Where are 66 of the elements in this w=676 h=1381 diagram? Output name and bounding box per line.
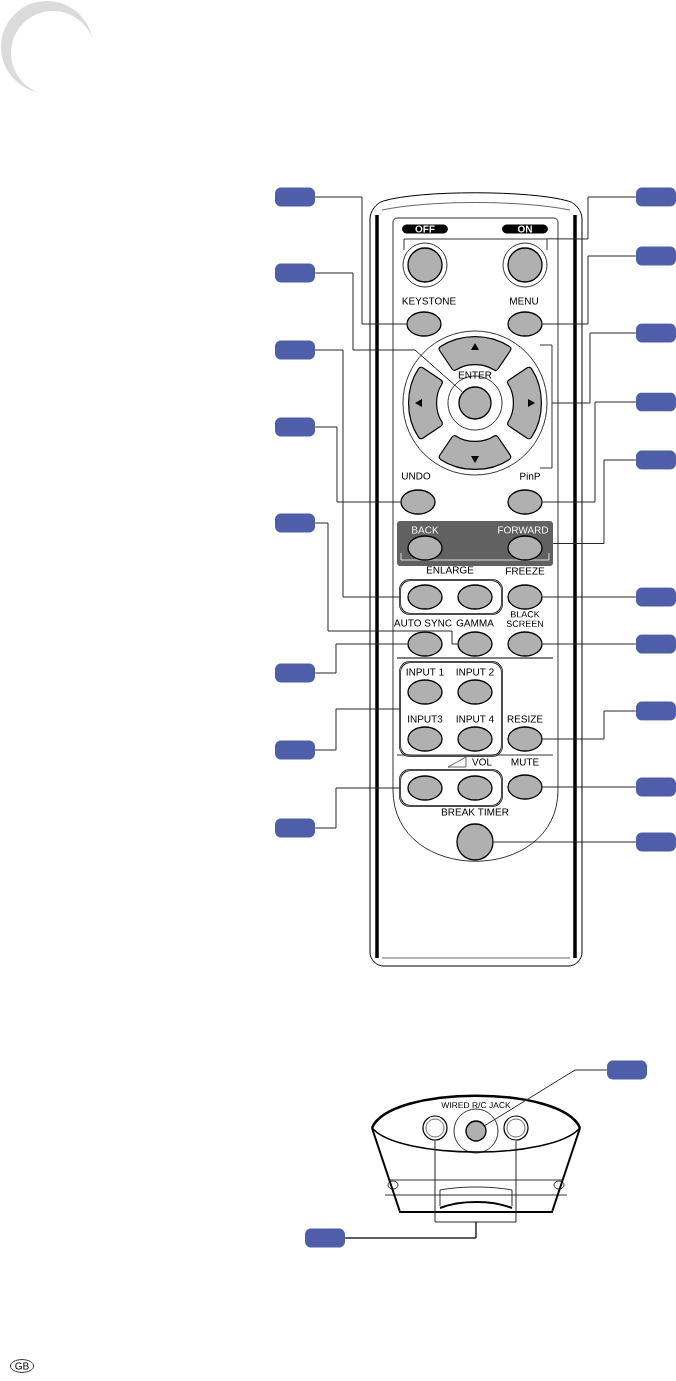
button-label: AUTO SYNC [393,619,452,627]
button-label: BLACK SCREEN [506,611,543,627]
callout-tag [636,832,676,852]
callout-tag [275,513,315,533]
button-label: ENLARGE [426,566,474,574]
callout-tag [275,417,315,437]
callout-tag [305,1228,345,1248]
leader-line [314,787,401,829]
leader-line [542,643,637,645]
leader-line [314,272,463,393]
button-label: PinP [520,472,541,480]
button-label: FORWARD [498,526,549,534]
button-label: BREAK TIMER [441,808,509,816]
leader-line [314,522,458,645]
callout-tag [275,740,315,760]
button-label: UNDO [402,472,431,480]
button-label: BACK [412,526,439,534]
leader-line [314,196,407,325]
callout-tag [275,818,315,838]
leader-line [542,710,637,740]
callout-tag [636,187,676,207]
button-label: ENTER [458,371,492,379]
callout-tag [636,777,676,797]
leader-line [314,643,408,674]
callout-tag [636,634,676,654]
callout-tag [636,392,676,412]
leader-line [314,426,401,503]
callout-tag [636,450,676,470]
button-label: KEYSTONE [402,297,456,305]
leader-line [493,841,637,843]
button-label: WIRED R/C JACK [441,1101,511,1109]
leader-line [552,459,637,544]
callout-tag [275,187,315,207]
label-tag: OFF [402,224,448,234]
button-label: MENU [510,297,538,305]
leader-line [542,786,637,788]
callout-tag [636,246,676,266]
button-label: INPUT3 [408,715,443,723]
leader-line [314,349,401,598]
button-label: MUTE [511,758,539,766]
button-label: VOL [472,758,492,766]
callout-tag [275,663,315,683]
leader-line [542,596,637,598]
button-label: INPUT 1 [406,668,444,676]
leader-line [546,196,637,240]
leader-line [314,708,401,751]
button-label: RESIZE [507,715,543,723]
callout-tag [607,1060,647,1080]
region-mark: GB [9,1359,35,1373]
leader-line [542,255,637,325]
button-label: INPUT 4 [456,715,494,723]
button-label: INPUT 2 [456,668,494,676]
button-label: FREEZE [506,567,545,575]
leader-line [484,1069,608,1126]
button-label: GAMMA [456,619,494,627]
callout-tag [275,263,315,283]
callout-tag [275,340,315,360]
sensor-window [422,1115,448,1141]
callout-tag [636,323,676,343]
callout-tag [636,587,676,607]
leader-line [542,401,637,503]
label-tag: ON [502,224,548,234]
leader-line [551,332,637,404]
sensor-window [503,1115,529,1141]
callout-tag [636,701,676,721]
leader-line [344,1140,517,1239]
